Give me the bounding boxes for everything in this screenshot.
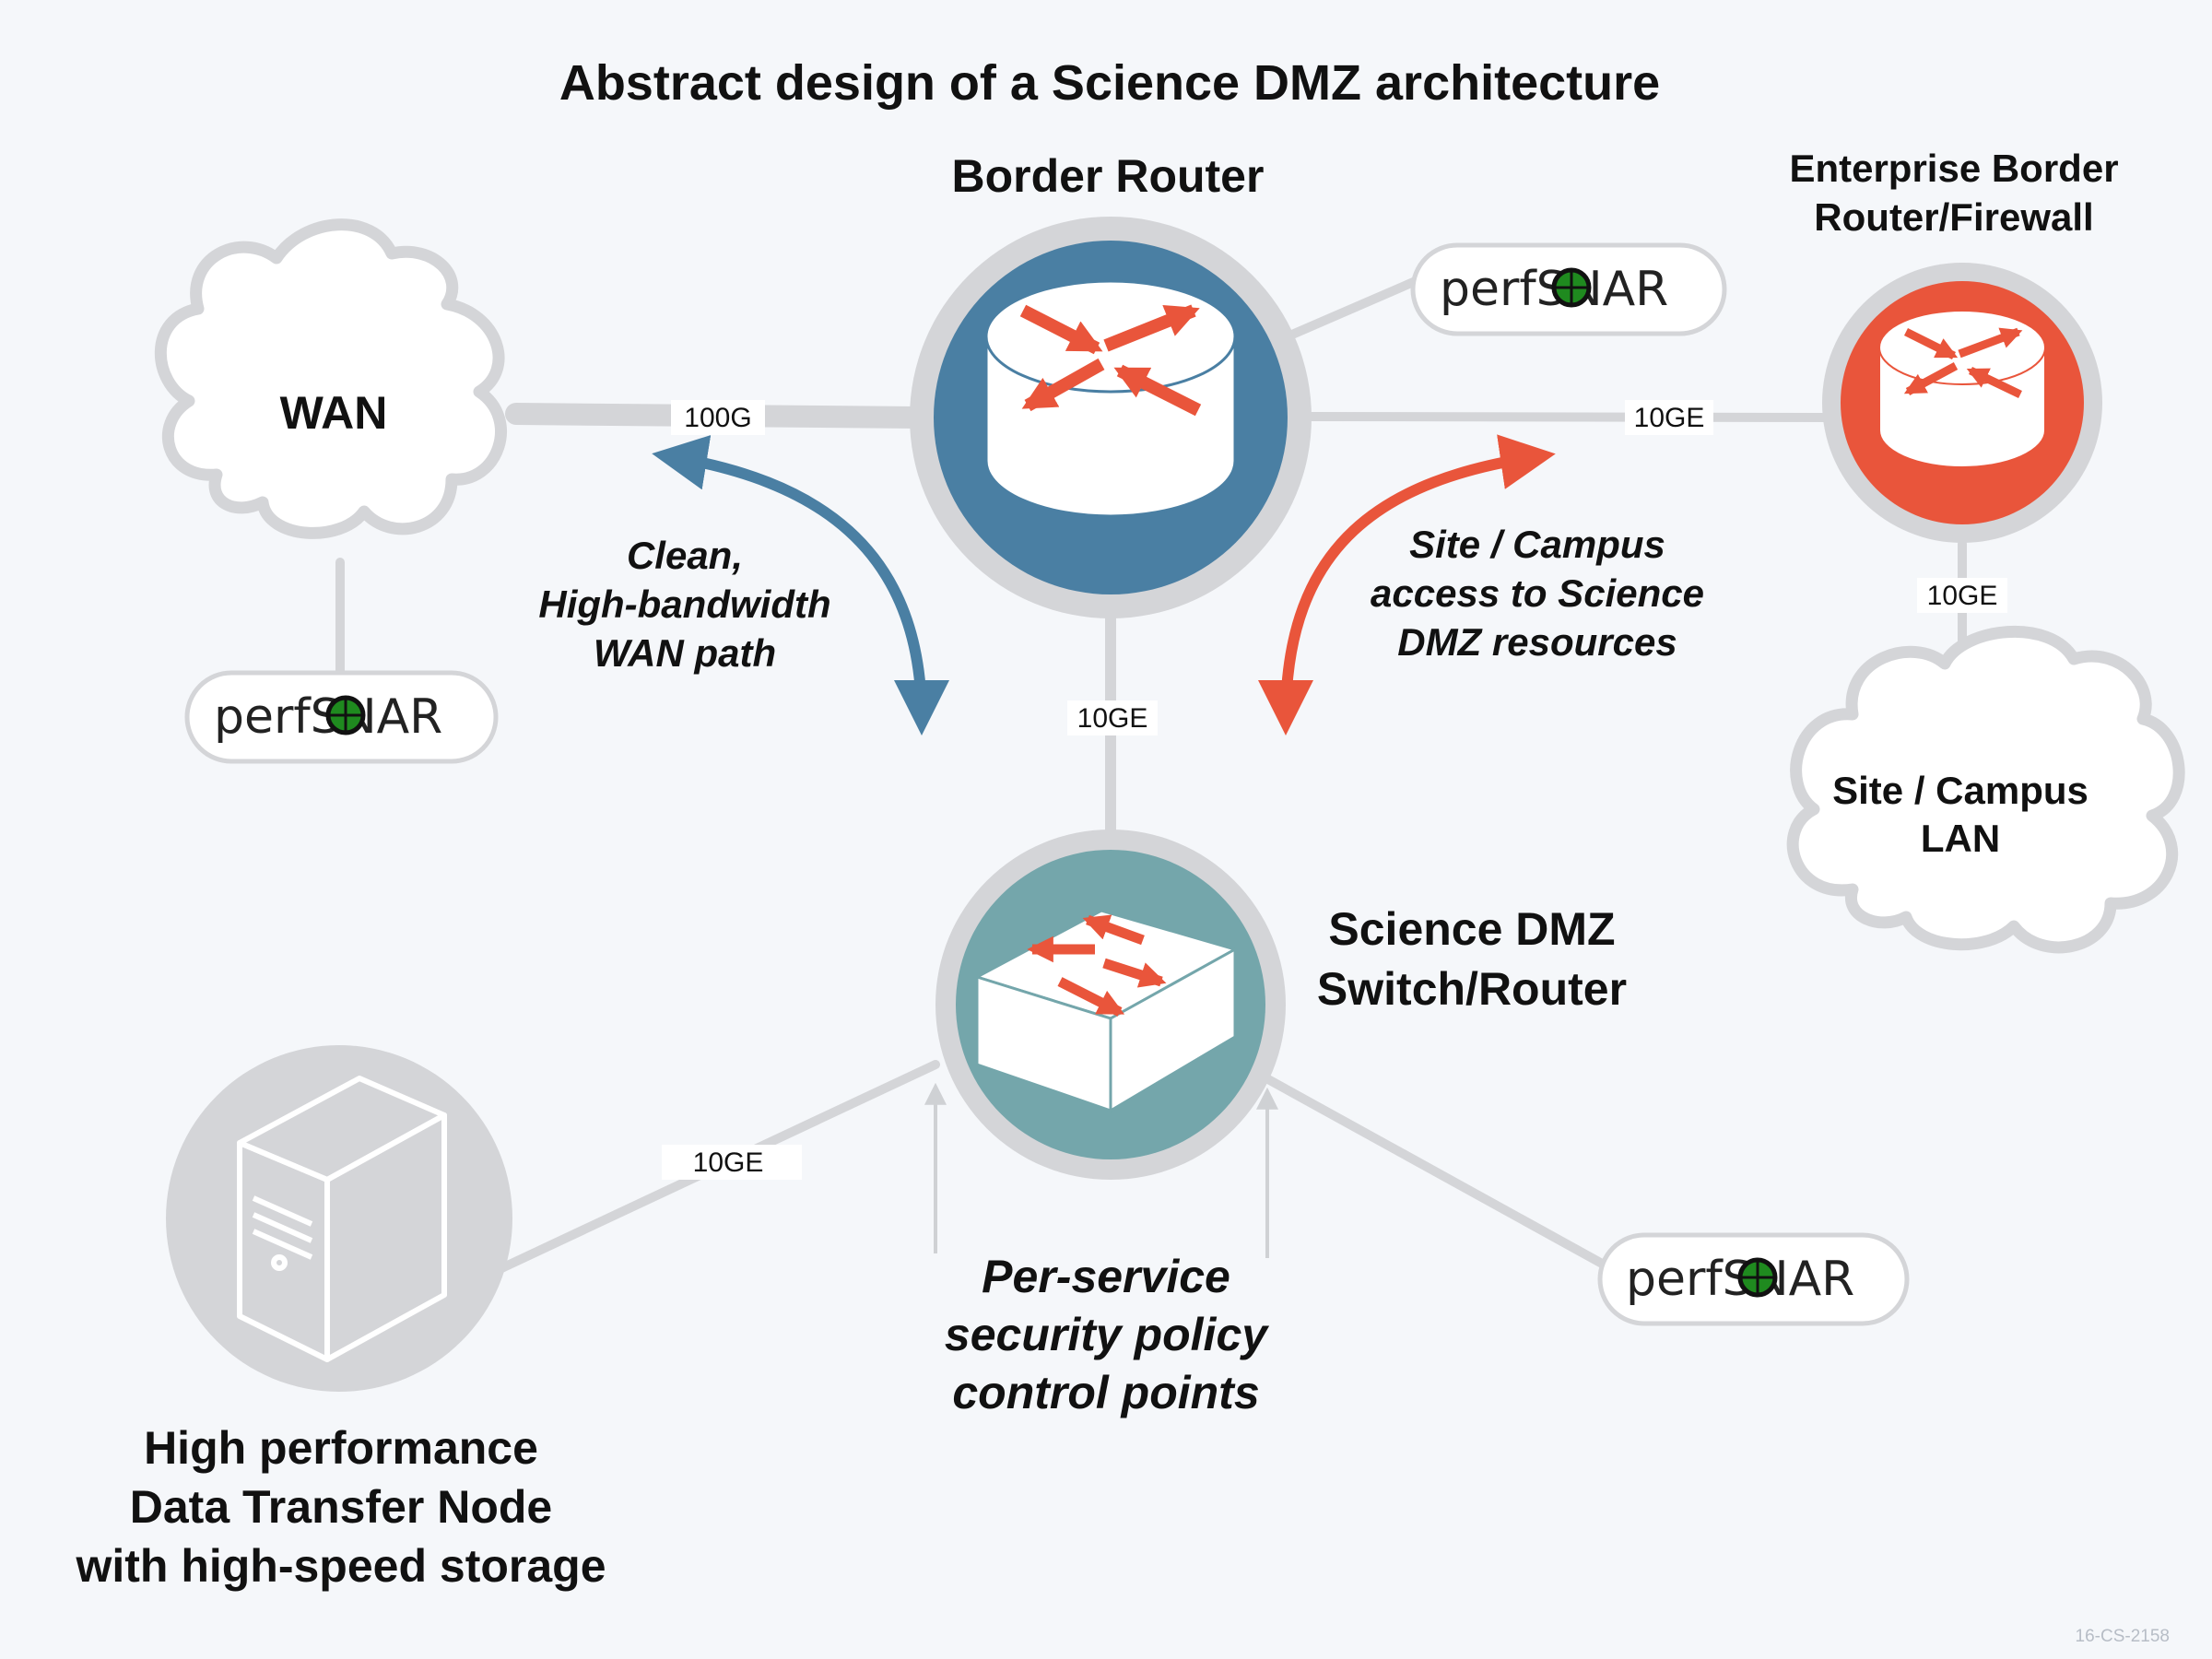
- perfsonar-logo-icon: [325, 695, 366, 735]
- site-lan-label-line-2: LAN: [1921, 817, 2000, 860]
- reference-id: 16-CS-2158: [2076, 1627, 2170, 1646]
- wan-path-line-1: Clean,: [627, 534, 743, 577]
- site-lan-label-line-1: Site / Campus: [1832, 769, 2088, 812]
- border-router-label: Border Router: [952, 150, 1265, 202]
- perfsonar-badge-dmz: perfSNAR: [1597, 1232, 1910, 1326]
- dtn-disc: [166, 1045, 512, 1392]
- perfsonar-text-before: perfS: [214, 689, 341, 745]
- security-line-1: Per-service: [982, 1251, 1230, 1302]
- perfsonar-badge-wan: perfSNAR: [184, 670, 499, 764]
- link-border-enterprise: [1304, 412, 1839, 422]
- campus-access-line-2: access to Science: [1371, 571, 1704, 615]
- site-lan-cloud: Site / Campus LAN: [1786, 625, 2185, 954]
- link-label-dmz-dtn: 10GE: [662, 1145, 802, 1180]
- perfsonar-logo-icon: [1737, 1257, 1778, 1298]
- link-label-border-enterprise: 10GE: [1625, 400, 1713, 435]
- enterprise-router-label-line-2: Router/Firewall: [1814, 195, 2093, 239]
- switch-icon: [973, 909, 1239, 1113]
- link-dmz-perfsonar: [1253, 1069, 1608, 1269]
- wan-cloud-shape: [154, 218, 507, 539]
- data-transfer-node: High performance Data Transfer Node with…: [75, 1045, 606, 1592]
- dmz-switch-label-line-2: Switch/Router: [1317, 963, 1627, 1015]
- svg-text:perfSNAR: perfSNAR: [214, 689, 442, 745]
- campus-access-line-3: DMZ resources: [1397, 620, 1677, 664]
- link-label-border-dmz: 10GE: [1067, 700, 1158, 735]
- dtn-label-line-1: High performance: [144, 1422, 538, 1474]
- wan-path-line-2: High-bandwidth: [538, 582, 830, 626]
- svg-text:perfSNAR: perfSNAR: [1440, 262, 1668, 317]
- dmz-switch: Science DMZ Switch/Router: [935, 830, 1627, 1180]
- link-border-perfsonar: [1281, 273, 1429, 342]
- site-lan-cloud-shape: [1786, 625, 2185, 954]
- perfsonar-text-before: perfS: [1440, 262, 1567, 317]
- perfsonar-logo-icon: [1551, 267, 1592, 308]
- diagram-title: Abstract design of a Science DMZ archite…: [559, 55, 1660, 111]
- wan-cloud: WAN: [154, 218, 507, 539]
- perfsonar-text-before: perfS: [1626, 1252, 1753, 1307]
- border-router: Border Router: [910, 150, 1312, 618]
- campus-access-annotation: Site / Campus access to Science DMZ reso…: [1371, 523, 1704, 664]
- dtn-label-line-3: with high-speed storage: [75, 1540, 606, 1592]
- security-line-2: security policy: [945, 1309, 1269, 1360]
- server-icon: [237, 1076, 447, 1362]
- wan-path-line-3: WAN path: [594, 631, 776, 675]
- link-label-enterprise-lan: 10GE: [1917, 578, 2007, 613]
- svg-text:perfSNAR: perfSNAR: [1626, 1252, 1854, 1307]
- campus-access-line-1: Site / Campus: [1409, 523, 1665, 566]
- link-speed-border-enterprise: 10GE: [1634, 403, 1705, 433]
- enterprise-router-label-line-1: Enterprise Border: [1789, 147, 2118, 190]
- link-label-wan-border: 100G: [671, 400, 765, 435]
- link-speed-wan-border: 100G: [684, 403, 751, 433]
- campus-access-arrow-icon: [1258, 434, 1556, 735]
- wan-path-arrow-icon: [652, 435, 949, 735]
- link-speed-enterprise-lan: 10GE: [1927, 581, 1998, 611]
- dmz-switch-label-line-1: Science DMZ: [1328, 903, 1615, 955]
- dtn-label-line-2: Data Transfer Node: [130, 1481, 552, 1533]
- link-speed-border-dmz: 10GE: [1077, 703, 1148, 734]
- router-icon: [1878, 310, 2046, 468]
- link-speed-dmz-dtn: 10GE: [693, 1147, 764, 1178]
- security-line-3: control points: [952, 1367, 1259, 1418]
- enterprise-router: Enterprise Border Router/Firewall: [1789, 147, 2119, 543]
- security-annotation: Per-service security policy control poin…: [945, 1251, 1269, 1418]
- wan-label: WAN: [280, 387, 388, 439]
- wan-path-annotation: Clean, High-bandwidth WAN path: [538, 534, 830, 675]
- perfsonar-badge-border: perfSNAR: [1410, 242, 1727, 336]
- router-icon: [984, 279, 1237, 518]
